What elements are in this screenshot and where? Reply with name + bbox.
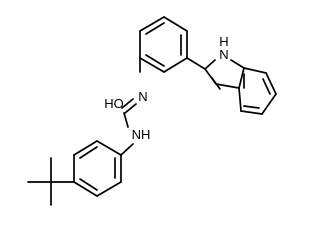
amine-nh-label: NH — [132, 127, 151, 142]
bond — [120, 143, 134, 156]
central-phenyl-ring — [139, 16, 188, 73]
bond — [238, 67, 245, 89]
bond — [163, 16, 188, 32]
bond — [163, 57, 188, 73]
double-bond-inner — [121, 98, 134, 109]
double-bond-inner — [211, 77, 221, 90]
hydroxyl-label: HO — [104, 96, 124, 111]
tert-butylphenyl-ring — [73, 140, 122, 197]
indole-ring — [204, 59, 277, 115]
bond — [261, 93, 277, 115]
urea-fragment: N HO NH — [104, 89, 151, 156]
bond — [204, 59, 216, 70]
double-bond-inner — [79, 146, 98, 159]
tert-butyl-group — [27, 157, 75, 206]
bond — [243, 67, 267, 74]
bond — [265, 72, 277, 95]
chemical-structure-diagram: N H N HO NH — [27, 16, 277, 206]
double-bond-inner — [79, 178, 98, 191]
double-bond-inner — [145, 22, 165, 35]
molecule-figure: N H N HO NH — [27, 16, 277, 206]
indole-hydrogen-label: H — [219, 34, 228, 49]
bond — [124, 103, 137, 114]
bond — [139, 57, 165, 73]
bond — [215, 83, 240, 89]
bond — [238, 87, 242, 112]
urea-nitrogen-label: N — [138, 89, 147, 104]
bond — [73, 140, 98, 156]
double-bond-inner — [262, 78, 271, 95]
bond — [139, 16, 165, 32]
bond — [96, 140, 122, 156]
bond — [240, 110, 263, 115]
bond — [96, 181, 122, 197]
indole-nitrogen-label: N — [219, 47, 228, 62]
bond — [230, 59, 245, 69]
bond — [123, 112, 129, 128]
bond — [73, 181, 98, 197]
double-bond-inner — [145, 54, 165, 67]
biaryl-bond — [186, 57, 206, 70]
double-bond-inner — [243, 105, 260, 109]
